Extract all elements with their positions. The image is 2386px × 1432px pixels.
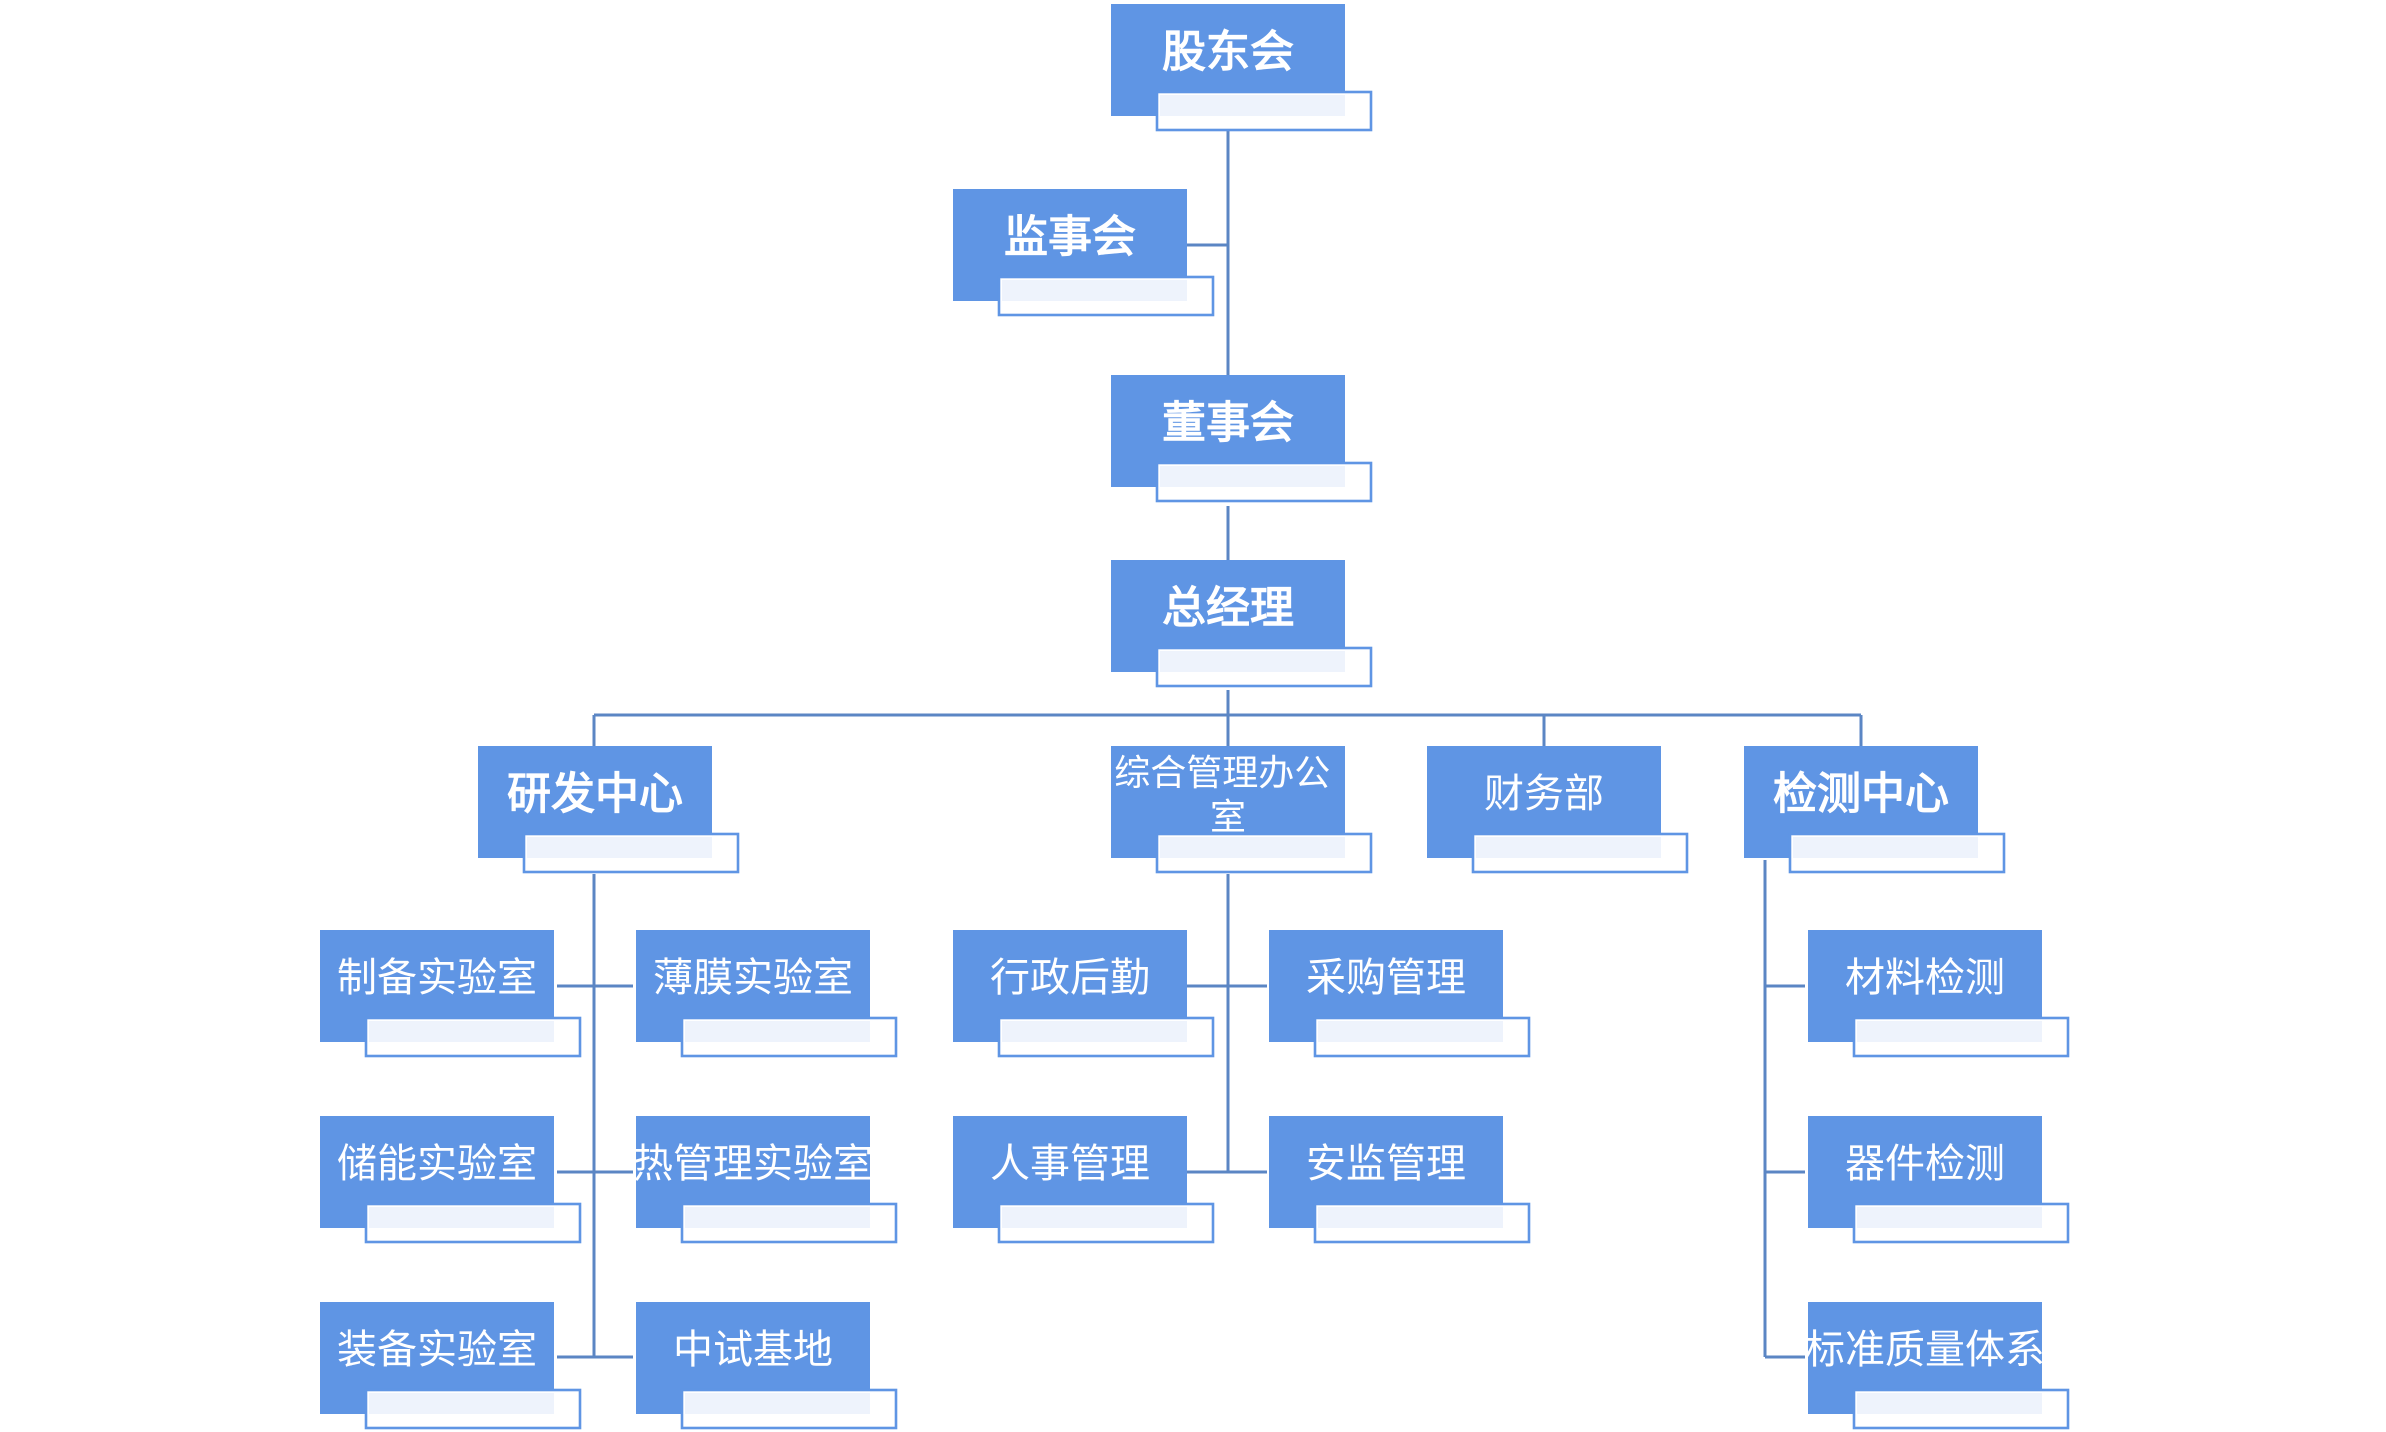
node-rd-center-label: 研发中心 <box>507 769 683 820</box>
connectors <box>557 128 1863 1359</box>
node-material-testing-label: 材料检测 <box>1845 955 2005 1001</box>
node-quality-system: 标准质量体系 <box>1805 1302 2070 1430</box>
node-supervisors-label: 监事会 <box>1004 212 1136 263</box>
node-testing-center: 检测中心 <box>1744 746 2006 874</box>
node-finance: 财务部 <box>1427 746 1689 874</box>
node-hr: 人事管理 <box>953 1116 1215 1244</box>
node-pilot-base-label: 中试基地 <box>673 1327 833 1373</box>
node-prep-lab: 制备实验室 <box>320 930 582 1058</box>
node-admin-office: 综合管理办公 室 <box>1111 746 1373 874</box>
node-equipment-lab: 装备实验室 <box>320 1302 582 1430</box>
node-board-label: 董事会 <box>1162 398 1294 449</box>
node-board: 董事会 <box>1111 375 1373 503</box>
node-storage-lab-label: 储能实验室 <box>337 1141 537 1187</box>
node-safety: 安监管理 <box>1269 1116 1531 1244</box>
node-shareholders-label: 股东会 <box>1162 27 1294 78</box>
node-device-testing-label: 器件检测 <box>1845 1141 2005 1187</box>
node-admin-office-label: 综合管理办公 室 <box>1114 753 1341 838</box>
node-procurement: 采购管理 <box>1269 930 1531 1058</box>
node-finance-label: 财务部 <box>1484 771 1604 817</box>
node-general-manager-label: 总经理 <box>1162 583 1294 634</box>
node-procurement-label: 采购管理 <box>1306 955 1466 1001</box>
node-supervisors: 监事会 <box>953 189 1215 317</box>
node-rd-center: 研发中心 <box>478 746 740 874</box>
node-hr-label: 人事管理 <box>990 1141 1150 1187</box>
node-equipment-lab-label: 装备实验室 <box>337 1327 537 1373</box>
node-pilot-base: 中试基地 <box>636 1302 898 1430</box>
node-prep-lab-label: 制备实验室 <box>337 955 537 1001</box>
node-testing-center-label: 检测中心 <box>1773 769 1949 820</box>
node-film-lab-label: 薄膜实验室 <box>653 955 853 1001</box>
node-shareholders: 股东会 <box>1111 4 1373 132</box>
node-safety-label: 安监管理 <box>1306 1141 1466 1187</box>
node-general-manager: 总经理 <box>1111 560 1373 688</box>
node-admin-logistics: 行政后勤 <box>953 930 1215 1058</box>
node-thermal-lab-label: 热管理实验室 <box>633 1141 873 1187</box>
node-thermal-lab: 热管理实验室 <box>633 1116 898 1244</box>
node-quality-system-label: 标准质量体系 <box>1805 1327 2045 1373</box>
node-admin-logistics-label: 行政后勤 <box>990 955 1150 1001</box>
node-storage-lab: 储能实验室 <box>320 1116 582 1244</box>
node-film-lab: 薄膜实验室 <box>636 930 898 1058</box>
node-material-testing: 材料检测 <box>1808 930 2070 1058</box>
node-device-testing: 器件检测 <box>1808 1116 2070 1244</box>
